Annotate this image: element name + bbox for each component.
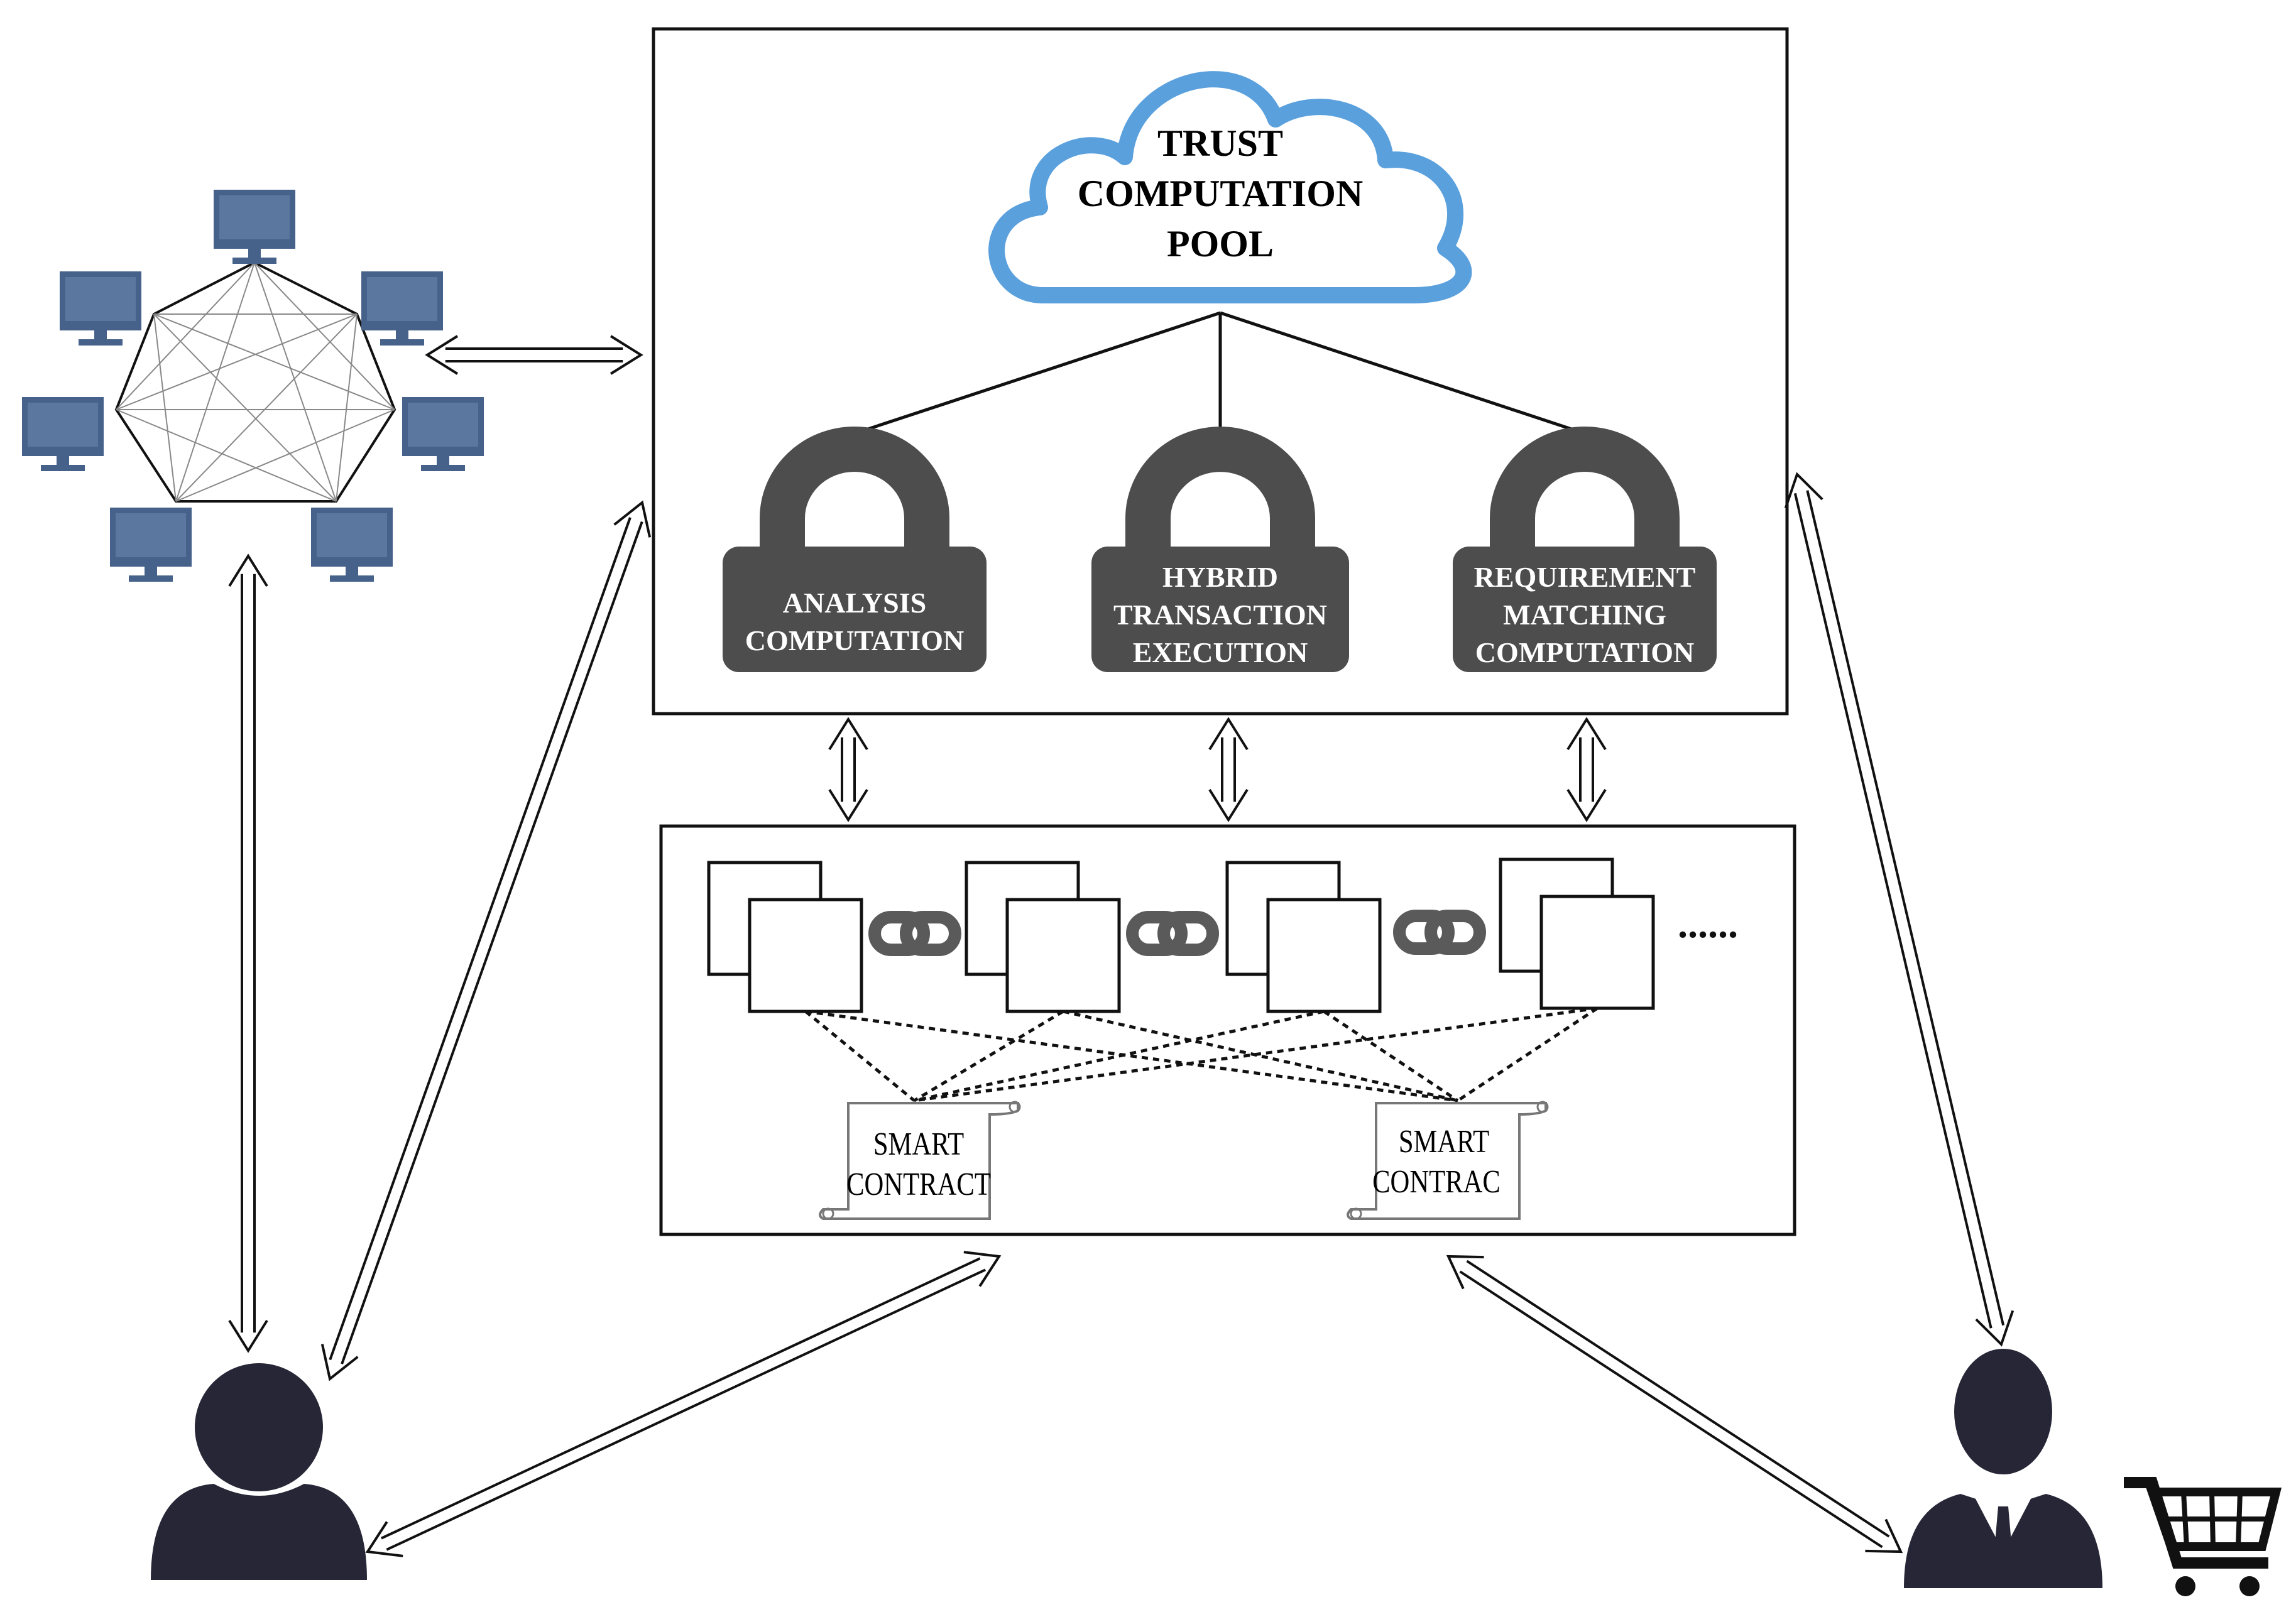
user-icon xyxy=(151,1363,367,1580)
blockchain-ellipsis: ...... xyxy=(1678,901,1738,946)
blockchain-box xyxy=(659,824,1796,1236)
analysis-label-line-1: ANALYSIS xyxy=(783,587,926,619)
cloud-to-modules-connectors xyxy=(854,311,1585,435)
contract-1-line-2: CONTRACT xyxy=(846,1167,991,1202)
arrow-trustbox-blockchain-3 xyxy=(1566,717,1607,822)
cloud-icon xyxy=(988,71,1472,303)
chain-link-icon-1 xyxy=(868,911,961,956)
chain-link-icon-3 xyxy=(1393,910,1486,955)
monitor-icon xyxy=(311,508,393,582)
padlock-analysis-computation: ANALYSIS COMPUTATION xyxy=(723,427,987,672)
chain-link-icon-2 xyxy=(1126,911,1219,956)
arrow-trustbox-blockchain-1 xyxy=(828,717,868,822)
chain-link-icons xyxy=(868,910,1486,956)
block-2-front xyxy=(1005,898,1121,1013)
contract-2-line-2: CONTRAC xyxy=(1372,1164,1501,1200)
monitor-icon xyxy=(22,397,104,471)
requirement-label-line-2: MATCHING xyxy=(1503,599,1666,631)
block-4-front xyxy=(1539,895,1655,1010)
hybrid-label-line-3: EXECUTION xyxy=(1133,636,1308,668)
arrow-seller-trustbox xyxy=(1784,472,2014,1347)
arrow-network-user xyxy=(228,553,268,1353)
padlock-hybrid-transaction-execution: HYBRID TRANSACTION EXECUTION xyxy=(1091,427,1349,672)
bidirectional-arrows xyxy=(228,335,2014,1557)
block-contract-links xyxy=(804,1006,1599,1102)
arrow-trustbox-blockchain-2 xyxy=(1208,717,1249,822)
monitor-icon xyxy=(60,271,141,346)
monitor-icon xyxy=(402,397,484,471)
trust-computation-box xyxy=(652,27,1789,716)
monitor-icon xyxy=(110,508,192,582)
contract-2-line-1: SMART xyxy=(1399,1124,1489,1160)
requirement-label-line-3: COMPUTATION xyxy=(1475,636,1694,668)
smart-contract-scroll-2: SMART CONTRAC xyxy=(1347,1101,1549,1220)
shopping-cart-icon xyxy=(2124,1477,2282,1596)
block-3-front xyxy=(1266,898,1382,1013)
monitor-icon xyxy=(214,190,295,264)
trust-pool-title-line-2: COMPUTATION xyxy=(1078,173,1363,214)
hybrid-label-line-2: TRANSACTION xyxy=(1113,599,1327,631)
analysis-label-line-2: COMPUTATION xyxy=(745,624,964,656)
arrow-user-trustbox xyxy=(320,500,652,1381)
arrow-seller-blockchain xyxy=(1446,1255,1903,1554)
peer-network-icon xyxy=(22,190,484,582)
hybrid-label-line-1: HYBRID xyxy=(1162,561,1278,593)
trust-pool-title-line-3: POOL xyxy=(1167,223,1274,264)
blockchain-blocks xyxy=(707,858,1655,1013)
monitor-icon xyxy=(361,271,443,346)
trust-pool-title-line-1: TRUST xyxy=(1157,122,1283,164)
padlock-requirement-matching-computation: REQUIREMENT MATCHING COMPUTATION xyxy=(1453,427,1717,672)
contract-1-line-1: SMART xyxy=(873,1126,964,1162)
block-1-front xyxy=(748,898,863,1013)
arrow-network-trustbox xyxy=(425,335,643,375)
requirement-label-line-1: REQUIREMENT xyxy=(1474,561,1696,593)
arrow-user-blockchain xyxy=(365,1251,1002,1557)
smart-contract-scroll-1: SMART CONTRACT xyxy=(819,1101,1021,1220)
businessman-icon xyxy=(1904,1349,2102,1588)
